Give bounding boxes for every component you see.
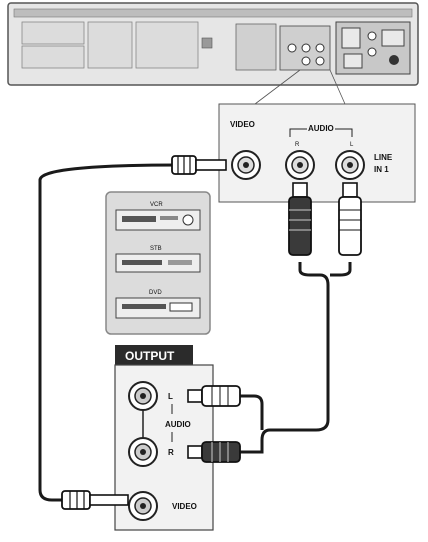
vcr-device bbox=[115, 209, 201, 231]
audio-r-label: R bbox=[295, 142, 300, 148]
cables bbox=[38, 163, 352, 502]
audio-l-plug-top bbox=[338, 182, 362, 256]
output-audio-r-jack bbox=[128, 437, 158, 467]
output-title: OUTPUT bbox=[125, 349, 175, 363]
output-video-label: VIDEO bbox=[172, 502, 197, 511]
audio-l-label: L bbox=[350, 142, 354, 148]
stb-label: STB bbox=[150, 246, 162, 252]
dvd-device bbox=[115, 297, 201, 319]
output-l-label: L bbox=[168, 392, 173, 401]
vcr-label: VCR bbox=[150, 202, 163, 208]
output-audio-l-jack bbox=[128, 381, 158, 411]
video-plug-top bbox=[171, 155, 227, 175]
video-plug-bottom bbox=[61, 490, 129, 510]
video-in-jack bbox=[231, 150, 261, 180]
video-input-label: VIDEO bbox=[230, 120, 255, 129]
audio-l-in-jack bbox=[335, 150, 365, 180]
audio-r-in-jack bbox=[285, 150, 315, 180]
stb-device bbox=[115, 253, 201, 273]
audio-l-plug-bottom bbox=[187, 385, 241, 407]
input-panel: VIDEO AUDIO R L LINE IN 1 bbox=[218, 103, 416, 203]
audio-r-plug-top bbox=[288, 182, 312, 256]
output-video-jack bbox=[128, 491, 158, 521]
line-in-label-1: LINE bbox=[374, 153, 393, 162]
output-panel: OUTPUT L AUDIO R VIDEO bbox=[114, 345, 214, 531]
line-in-label-2: IN 1 bbox=[374, 165, 389, 174]
audio-r-plug-bottom bbox=[187, 441, 241, 463]
output-audio-label: AUDIO bbox=[165, 420, 191, 429]
audio-input-label: AUDIO bbox=[308, 124, 334, 133]
source-devices-panel: VCR STB DVD bbox=[105, 191, 211, 335]
dvd-label: DVD bbox=[149, 290, 162, 296]
output-r-label: R bbox=[168, 448, 174, 457]
recorder-rear-panel bbox=[7, 2, 419, 105]
